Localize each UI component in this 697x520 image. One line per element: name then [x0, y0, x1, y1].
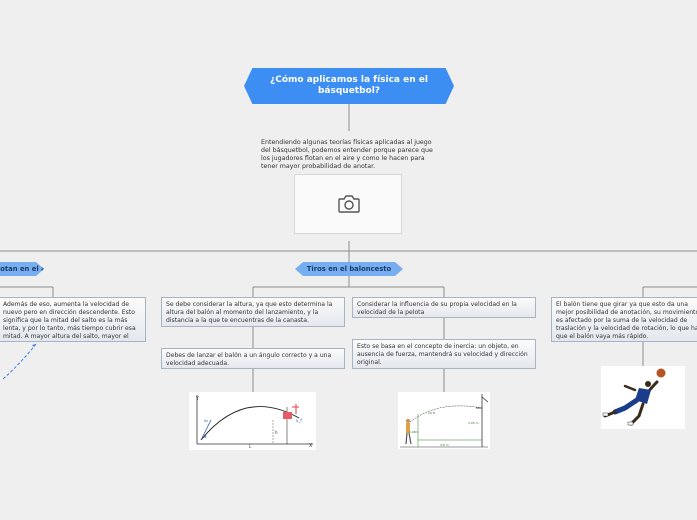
v0-label: v₀	[204, 418, 208, 423]
branch-shots-label: Tiros en el baloncesto	[307, 265, 391, 273]
diagram-label-2: 1.68m	[409, 430, 419, 434]
axis-x-label: X	[309, 443, 313, 449]
h-label: h	[275, 430, 278, 435]
player-shot-diagram-image: 10 ft 1.68m 3.05 m 4.6 m	[398, 392, 490, 449]
branch-float-in-air[interactable]: ¿Por qué parece que flotan en el aire?	[0, 262, 44, 276]
vf-label: v_f	[296, 418, 302, 423]
card-own-velocity[interactable]: Considerar la influencia de su propia ve…	[352, 297, 536, 318]
dunk-photo-image	[601, 366, 685, 429]
card-angle-velocity[interactable]: Debes de lanzar el balón a un ángulo cor…	[161, 348, 345, 369]
diagram-label-1: 10 ft	[428, 411, 436, 415]
diagram-label-3: 3.05 m	[468, 421, 479, 425]
l-label: L	[249, 444, 252, 449]
card-angle-velocity-text: Debes de lanzar el balón a un ángulo cor…	[166, 352, 331, 367]
card-ball-spin-text: El balón tiene que girar ya que esto da …	[556, 301, 697, 340]
trajectory-diagram-image: Y X v₀ θ h L v_f	[189, 392, 316, 450]
card-height-distance-text: Se debe considerar la altura, ya que est…	[166, 301, 332, 324]
theta-label: θ	[204, 434, 207, 439]
card-height-distance[interactable]: Se debe considerar la altura, ya que est…	[161, 297, 345, 327]
root-topic-title: ¿Cómo aplicamos la física en el básquetb…	[270, 75, 428, 97]
card-left-suspension[interactable]: Además de eso, aumenta la velocidad de n…	[0, 297, 146, 342]
card-inertia[interactable]: Esto se basa en el concepto de inercia: …	[352, 339, 536, 369]
card-ball-spin[interactable]: El balón tiene que girar ya que esto da …	[551, 297, 697, 342]
diagram-label-4: 4.6 m	[440, 443, 449, 447]
branch-shots[interactable]: Tiros en el baloncesto	[295, 262, 403, 276]
card-inertia-text: Esto se basa en el concepto de inercia: …	[357, 343, 528, 366]
image-placeholder[interactable]	[294, 174, 402, 234]
camera-icon	[337, 194, 361, 214]
card-own-velocity-text: Considerar la influencia de su propia ve…	[357, 301, 517, 316]
axis-y-label: Y	[195, 396, 200, 402]
root-topic[interactable]: ¿Cómo aplicamos la física en el básquetb…	[244, 68, 454, 104]
card-left-suspension-text: Además de eso, aumenta la velocidad de n…	[3, 301, 136, 342]
intro-text: Entendiendo algunas teorías físicas apli…	[261, 139, 437, 171]
